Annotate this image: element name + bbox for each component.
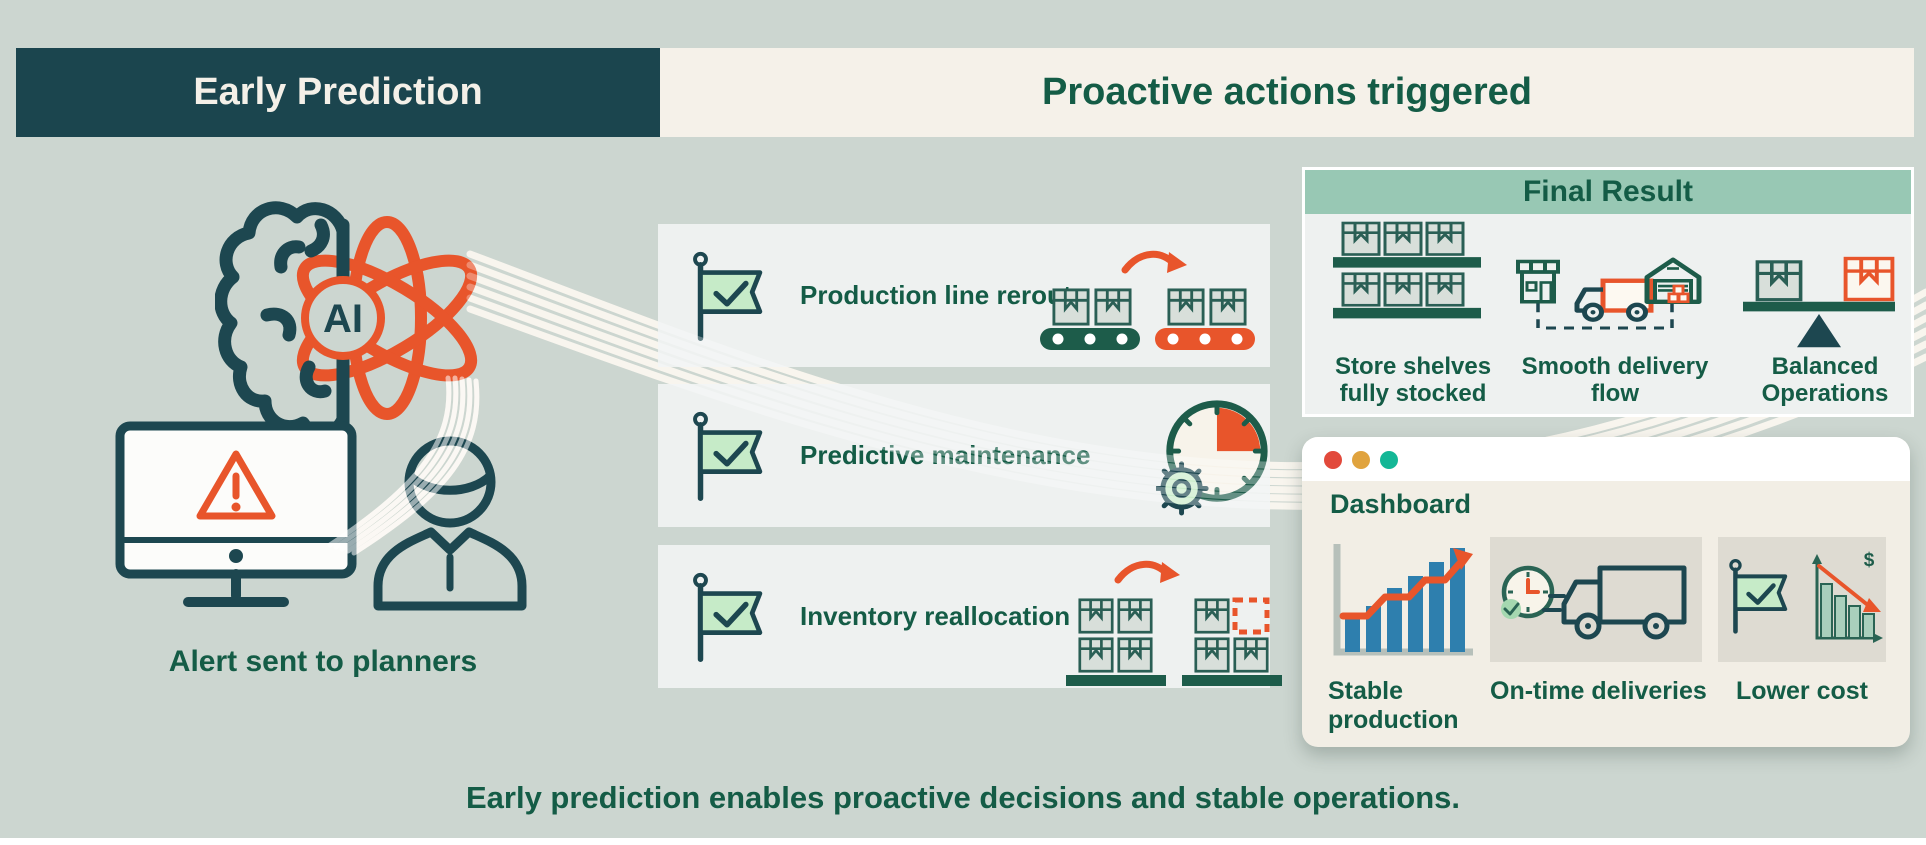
planner-person-icon	[373, 436, 527, 611]
tagline: Early prediction enables proactive decis…	[465, 780, 1461, 815]
delivery-route-icon	[1516, 257, 1702, 330]
gear-icon	[1156, 461, 1209, 516]
storefront-icon	[1516, 259, 1560, 304]
action-card-inventory-reallocation: Inventory reallocation	[658, 545, 1282, 688]
truck-icon	[1574, 278, 1654, 322]
flag-check-icon	[688, 408, 774, 504]
flag-check-icon	[688, 248, 774, 344]
ai-badge-label: AI	[323, 297, 363, 341]
truck-icon	[1541, 565, 1686, 639]
final-result-item-label: Balanced Operations	[1761, 353, 1889, 407]
pallet-reallocation-icon	[1066, 560, 1282, 686]
window-titlebar	[1302, 437, 1910, 481]
dashboard-window: Dashboard	[1302, 437, 1910, 747]
traffic-light-amber-icon	[1352, 451, 1370, 469]
conveyor-reroute-icon	[1040, 250, 1255, 350]
header-early-prediction: Early Prediction	[16, 48, 660, 137]
clock-icon	[1500, 565, 1554, 619]
dashboard-title: Dashboard	[1330, 489, 1472, 519]
dollar-glyph: $	[1864, 550, 1875, 571]
dashboard-metric-label: Stable production	[1328, 677, 1459, 734]
metric-tile-stable-production	[1326, 537, 1478, 662]
final-result-header: Final Result	[1305, 170, 1911, 214]
action-card-label: Predictive maintenance	[800, 440, 1091, 470]
traffic-light-teal-icon	[1380, 451, 1398, 469]
cost-down-icon: $	[1721, 550, 1883, 643]
header-right-label: Proactive actions triggered	[1042, 71, 1532, 113]
header-proactive-actions: Proactive actions triggered	[660, 48, 1914, 137]
header-left-label: Early Prediction	[193, 71, 483, 113]
maintenance-clock-icon	[1156, 400, 1268, 516]
final-result-item-label: Smooth delivery flow	[1521, 353, 1709, 407]
action-card-predictive-maintenance: Predictive maintenance	[658, 384, 1270, 527]
metric-tile-lower-cost: $	[1718, 537, 1886, 662]
action-card-label: Inventory reallocation	[800, 601, 1071, 631]
final-result-item-label: Store shelves fully stocked	[1334, 353, 1492, 407]
alert-caption: Alert sent to planners	[168, 645, 478, 678]
monitor-alert-icon	[115, 421, 357, 607]
metric-tile-on-time-deliveries	[1490, 537, 1702, 662]
ai-badge-ring	[301, 276, 385, 360]
balance-icon	[1743, 256, 1895, 348]
bottom-margin	[0, 838, 1926, 845]
dashboard-metric-label: Lower cost	[1736, 677, 1868, 705]
stocked-shelves-icon	[1333, 221, 1481, 319]
rising-chart-icon	[1333, 543, 1473, 655]
traffic-light-red-icon	[1324, 451, 1342, 469]
final-result-panel: Final Result	[1302, 167, 1914, 417]
warehouse-icon	[1644, 257, 1702, 304]
flag-check-icon	[688, 569, 774, 665]
final-result-icons	[1333, 221, 1895, 348]
warning-icon	[196, 450, 276, 520]
action-card-production-reroute: Production line reroute	[658, 224, 1270, 367]
final-result-title: Final Result	[1522, 175, 1694, 208]
dashboard-metric-label: On-time deliveries	[1490, 677, 1707, 705]
truck-clock-icon	[1500, 565, 1686, 639]
brain-ai-icon: AI	[215, 201, 478, 440]
